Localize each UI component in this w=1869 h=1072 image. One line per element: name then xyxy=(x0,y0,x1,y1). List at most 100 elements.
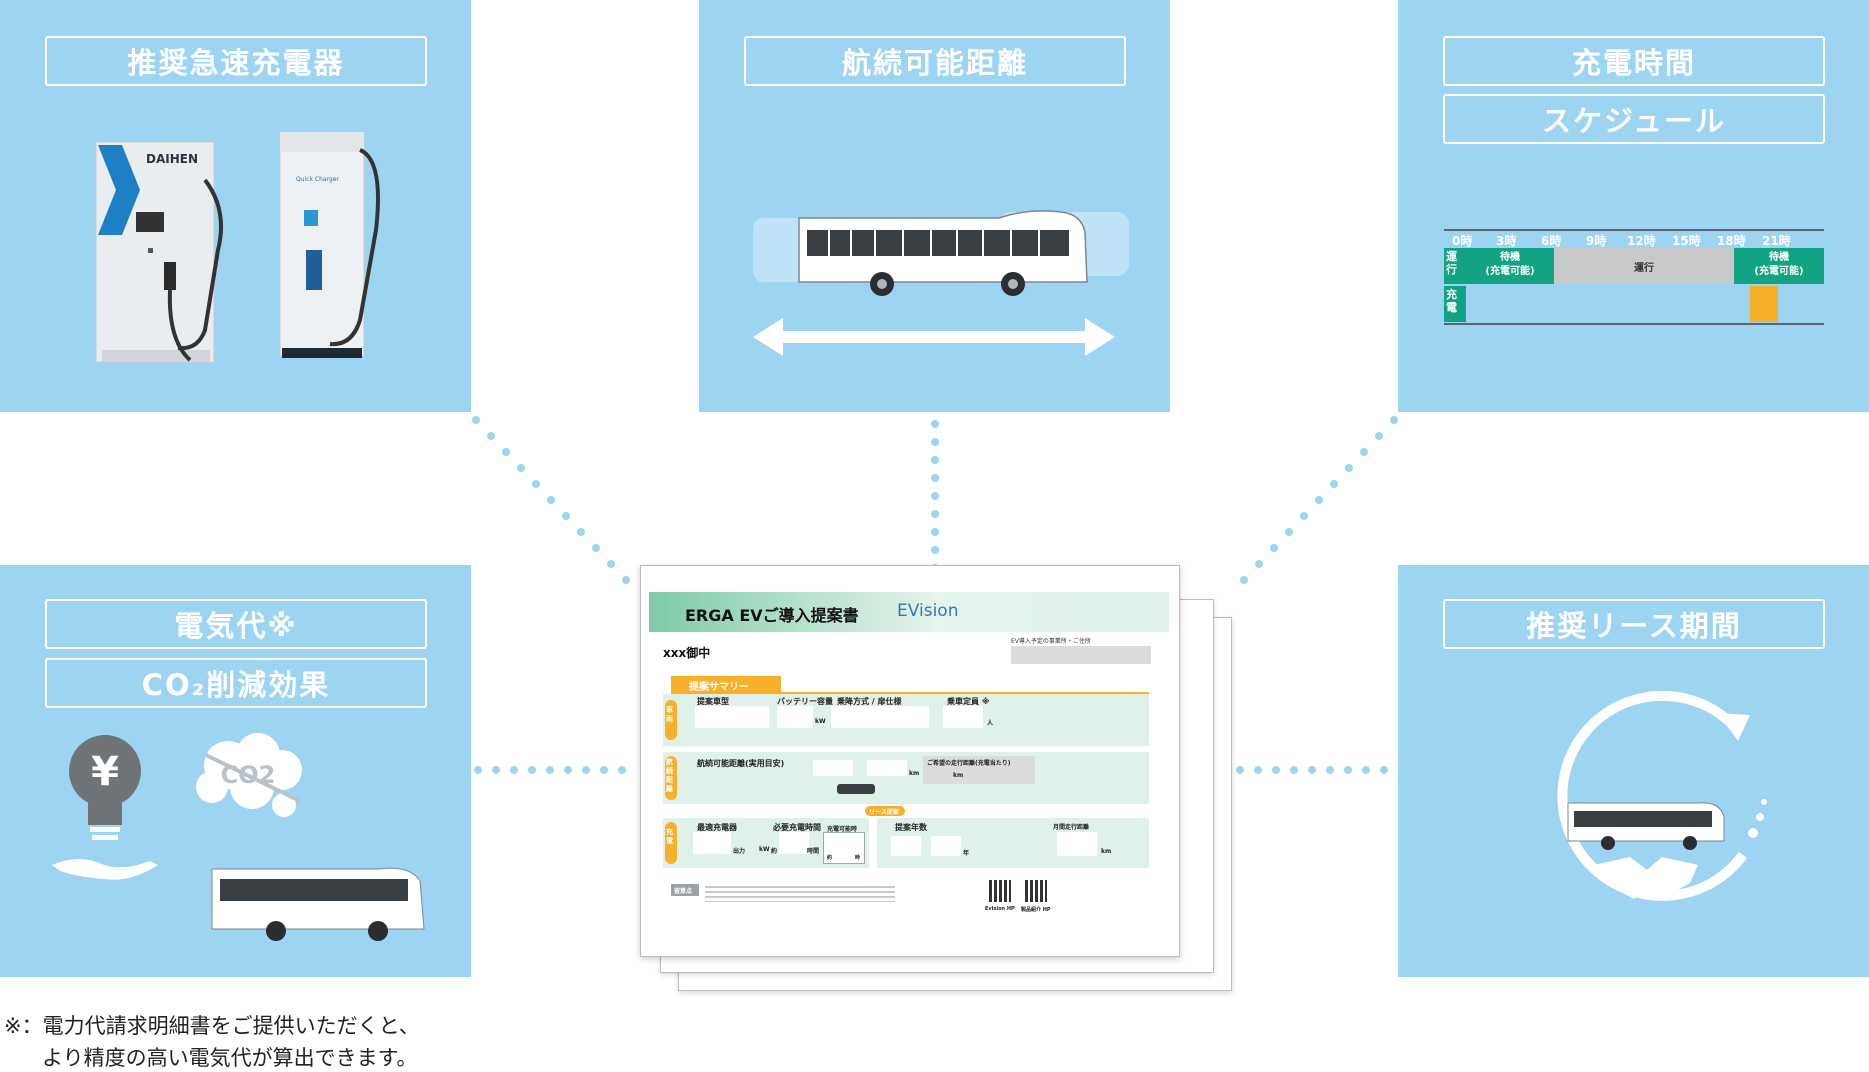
connector-right xyxy=(1236,766,1388,774)
doc-caution-text xyxy=(705,886,895,902)
doc-qr-label-1: Evision HP xyxy=(985,906,1015,912)
hour-3: 3時 xyxy=(1496,234,1517,248)
doc-caution-badge xyxy=(671,884,699,896)
doc-input-battery xyxy=(777,706,813,728)
doc-field-model: 提案車型 xyxy=(697,697,729,706)
doc-qr-label-2: 製品紹介 HP xyxy=(1021,907,1051,913)
doc-field-door: 乗降方式 / 扉仕様 xyxy=(837,697,902,706)
charger-illustration xyxy=(95,131,380,363)
doc-input-model xyxy=(695,706,769,728)
block-standby-right: 待機 (充電可能) xyxy=(1754,252,1804,277)
doc-field-charge-window: 充電可能時 xyxy=(827,826,858,833)
doc-unit-kw: kW xyxy=(815,718,826,725)
doc-caution-label: 留意点 xyxy=(674,888,693,895)
doc-unit-km-desired: km xyxy=(953,772,964,779)
panel-electricity: 電気代※ CO₂削減効果 ¥ CO2 xyxy=(0,565,471,977)
electricity-title: 電気代※ xyxy=(45,599,427,649)
doc-field-capacity: 乗車定員 ※ xyxy=(947,697,990,706)
lease-title: 推奨リース期間 xyxy=(1443,599,1825,649)
block-running: 運行 xyxy=(1634,263,1654,274)
doc-unit-km-range: km xyxy=(909,770,920,777)
doc-summary-line xyxy=(671,692,1149,694)
doc-input-charger xyxy=(693,832,731,854)
doc-unit-hours: 時間 xyxy=(807,848,820,855)
doc-input-lease-min xyxy=(891,836,921,856)
doc-field-charger: 最適充電器 xyxy=(697,823,737,832)
hour-18: 18時 xyxy=(1717,234,1746,248)
hour-9: 9時 xyxy=(1586,234,1607,248)
connector-top-right xyxy=(1240,416,1398,584)
charger-brand-right: Quick Charger xyxy=(296,176,339,183)
hour-0: 0時 xyxy=(1452,234,1473,248)
doc-unit-kw-charger: kW xyxy=(759,846,770,853)
electricity-subtitle: CO₂削減効果 xyxy=(45,658,427,708)
doc-summary-label: 提案サマリー xyxy=(689,682,749,693)
doc-field-battery: バッテリー容量 xyxy=(777,697,833,706)
doc-unit-about-window: 約 xyxy=(827,855,833,861)
doc-lease-badge xyxy=(865,806,905,816)
doc-unit-person: 人 xyxy=(987,720,994,727)
doc-site-label: EV導入予定の事業所・ご住所 xyxy=(1011,638,1091,645)
doc-input-charge-window xyxy=(823,832,865,864)
doc-input-door xyxy=(831,706,929,728)
doc-lease-badge-label: リース提案 xyxy=(869,809,899,816)
hour-12: 12時 xyxy=(1627,234,1656,248)
charge-time-title: 充電時間 xyxy=(1443,36,1825,86)
doc-site-field xyxy=(1011,646,1151,664)
range-bus-illustration xyxy=(753,210,1129,356)
doc-range-side xyxy=(665,756,677,800)
connector-top-left xyxy=(472,416,630,584)
doc-range-side-label: 航続距離 xyxy=(666,758,673,793)
doc-unit-km-monthly: km xyxy=(1101,848,1112,855)
svg-text:CO2: CO2 xyxy=(221,761,276,789)
doc-charge-side-label: 充電 xyxy=(666,828,673,845)
doc-vehicle-section-right xyxy=(1047,694,1149,746)
doc-charge-side xyxy=(665,822,677,864)
doc-unit-about-charge: 約 xyxy=(771,848,778,855)
doc-unit-year: 年 xyxy=(963,850,970,857)
row-operation: 運行 xyxy=(1446,250,1457,276)
electricity-illustration: ¥ CO2 xyxy=(52,733,425,941)
connector-top-center xyxy=(931,420,939,572)
doc-qr-1 xyxy=(989,880,1011,902)
charger-brand-left: DAIHEN xyxy=(146,152,198,166)
schedule-chart xyxy=(1444,229,1824,325)
svg-text:¥: ¥ xyxy=(91,749,119,795)
hour-15: 15時 xyxy=(1672,234,1701,248)
hour-21: 21時 xyxy=(1762,234,1791,248)
panel-charge-time: 充電時間 スケジュール 0時 3時 6時 9時 12時 15時 18時 21時 … xyxy=(1398,0,1869,412)
doc-input-capacity xyxy=(943,706,983,728)
lease-illustration xyxy=(1557,690,1767,901)
doc-title: ERGA EVご導入提案書 xyxy=(685,606,859,625)
doc-input-monthly xyxy=(1057,832,1097,856)
doc-unit-output: 出力 xyxy=(733,848,746,855)
hour-6: 6時 xyxy=(1541,234,1562,248)
doc-summary-tab xyxy=(671,676,781,692)
connector-left xyxy=(474,766,626,774)
block-standby-left: 待機 (充電可能) xyxy=(1485,252,1535,277)
doc-header xyxy=(649,592,1169,632)
doc-customer: xxx御中 xyxy=(663,646,711,660)
footnote-line-1: ※：電力代請求明細書をご提供いただくと、 xyxy=(4,1014,420,1038)
doc-field-charge-time: 必要充電時間 xyxy=(773,823,821,832)
doc-input-range-min xyxy=(813,760,853,776)
doc-input-charge-time xyxy=(779,832,809,854)
doc-vehicle-side-label: 車両 xyxy=(666,706,673,723)
doc-lease-label: 提案年数 xyxy=(895,823,927,832)
charge-time-subtitle: スケジュール xyxy=(1443,94,1825,144)
doc-desired-label: ご希望の走行距離(充電当たり) xyxy=(927,760,1011,767)
doc-unit-time: 時 xyxy=(855,855,861,861)
proposal-doc-stack: ERGA EVご導入提案書 EVision xxx御中 EV導入予定の事業所・ご… xyxy=(640,565,1240,1000)
doc-range-bus xyxy=(837,784,875,794)
doc-qr-2 xyxy=(1025,880,1047,902)
doc-vehicle-side xyxy=(665,700,677,740)
charger-title: 推奨急速充電器 xyxy=(45,36,427,86)
doc-input-lease-max xyxy=(931,836,961,856)
panel-range: 航続可能距離 xyxy=(699,0,1170,412)
doc-desired-box xyxy=(923,756,1035,784)
doc-monthly-label: 月間走行距離 xyxy=(1053,824,1090,831)
doc-input-range-max xyxy=(867,760,907,776)
doc-range-label: 航続可能距離(実用目安) xyxy=(697,759,785,768)
panel-lease: 推奨リース期間 xyxy=(1398,565,1869,977)
